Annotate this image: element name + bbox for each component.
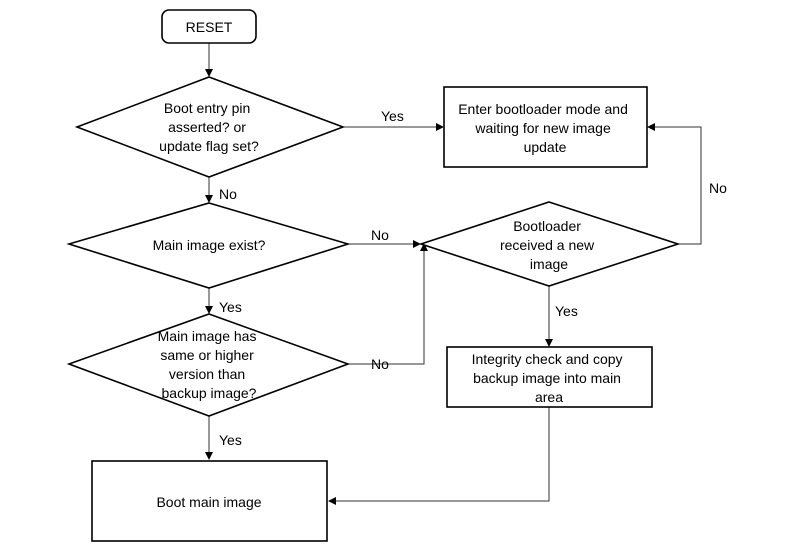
arrowhead	[545, 339, 553, 347]
edge-integrity-to-boot	[329, 407, 550, 502]
arrowhead	[328, 497, 336, 505]
arrowhead	[205, 306, 213, 314]
connectors	[205, 43, 702, 505]
arrowhead	[205, 452, 213, 460]
integrity-copy-text: Integrity check and copy backup image in…	[472, 351, 627, 405]
boot-entry-yes-label: Yes	[381, 108, 404, 124]
arrowhead	[647, 123, 655, 131]
reset-label: RESET	[186, 19, 233, 35]
boot-entry-decision	[74, 76, 346, 178]
version-check-decision	[66, 313, 351, 417]
boot-main-text: Boot main image	[156, 494, 261, 510]
enter-bootloader-text: Enter bootloader mode and waiting for ne…	[458, 101, 632, 155]
enter-bootloader-box	[443, 86, 648, 168]
received-yes-label: Yes	[555, 303, 578, 319]
arrowhead	[413, 240, 421, 248]
main-exist-text: Main image exist?	[153, 237, 266, 253]
received-no-label: No	[709, 180, 727, 196]
edge-version-no	[348, 244, 425, 365]
main-exist-decision	[66, 202, 351, 289]
arrowhead	[205, 195, 213, 203]
arrowhead	[436, 123, 444, 131]
integrity-copy-box	[446, 346, 653, 408]
boot-entry-no-label: No	[219, 186, 237, 202]
version-check-text: Main image has same or higher version th…	[158, 328, 261, 401]
version-no-label: No	[371, 356, 389, 372]
arrowhead	[205, 69, 213, 77]
arrowhead	[420, 243, 428, 251]
bootloader-received-decision	[418, 201, 681, 287]
bootloader-received-text: Bootloader received a new image	[500, 218, 598, 272]
main-exist-yes-label: Yes	[219, 299, 242, 315]
main-exist-no-label: No	[371, 227, 389, 243]
version-yes-label: Yes	[219, 432, 242, 448]
boot-entry-text: Boot entry pin asserted? or update flag …	[159, 100, 259, 154]
reset-terminator	[161, 9, 257, 44]
edge-received-no	[648, 126, 702, 245]
boot-main-box	[91, 460, 328, 542]
